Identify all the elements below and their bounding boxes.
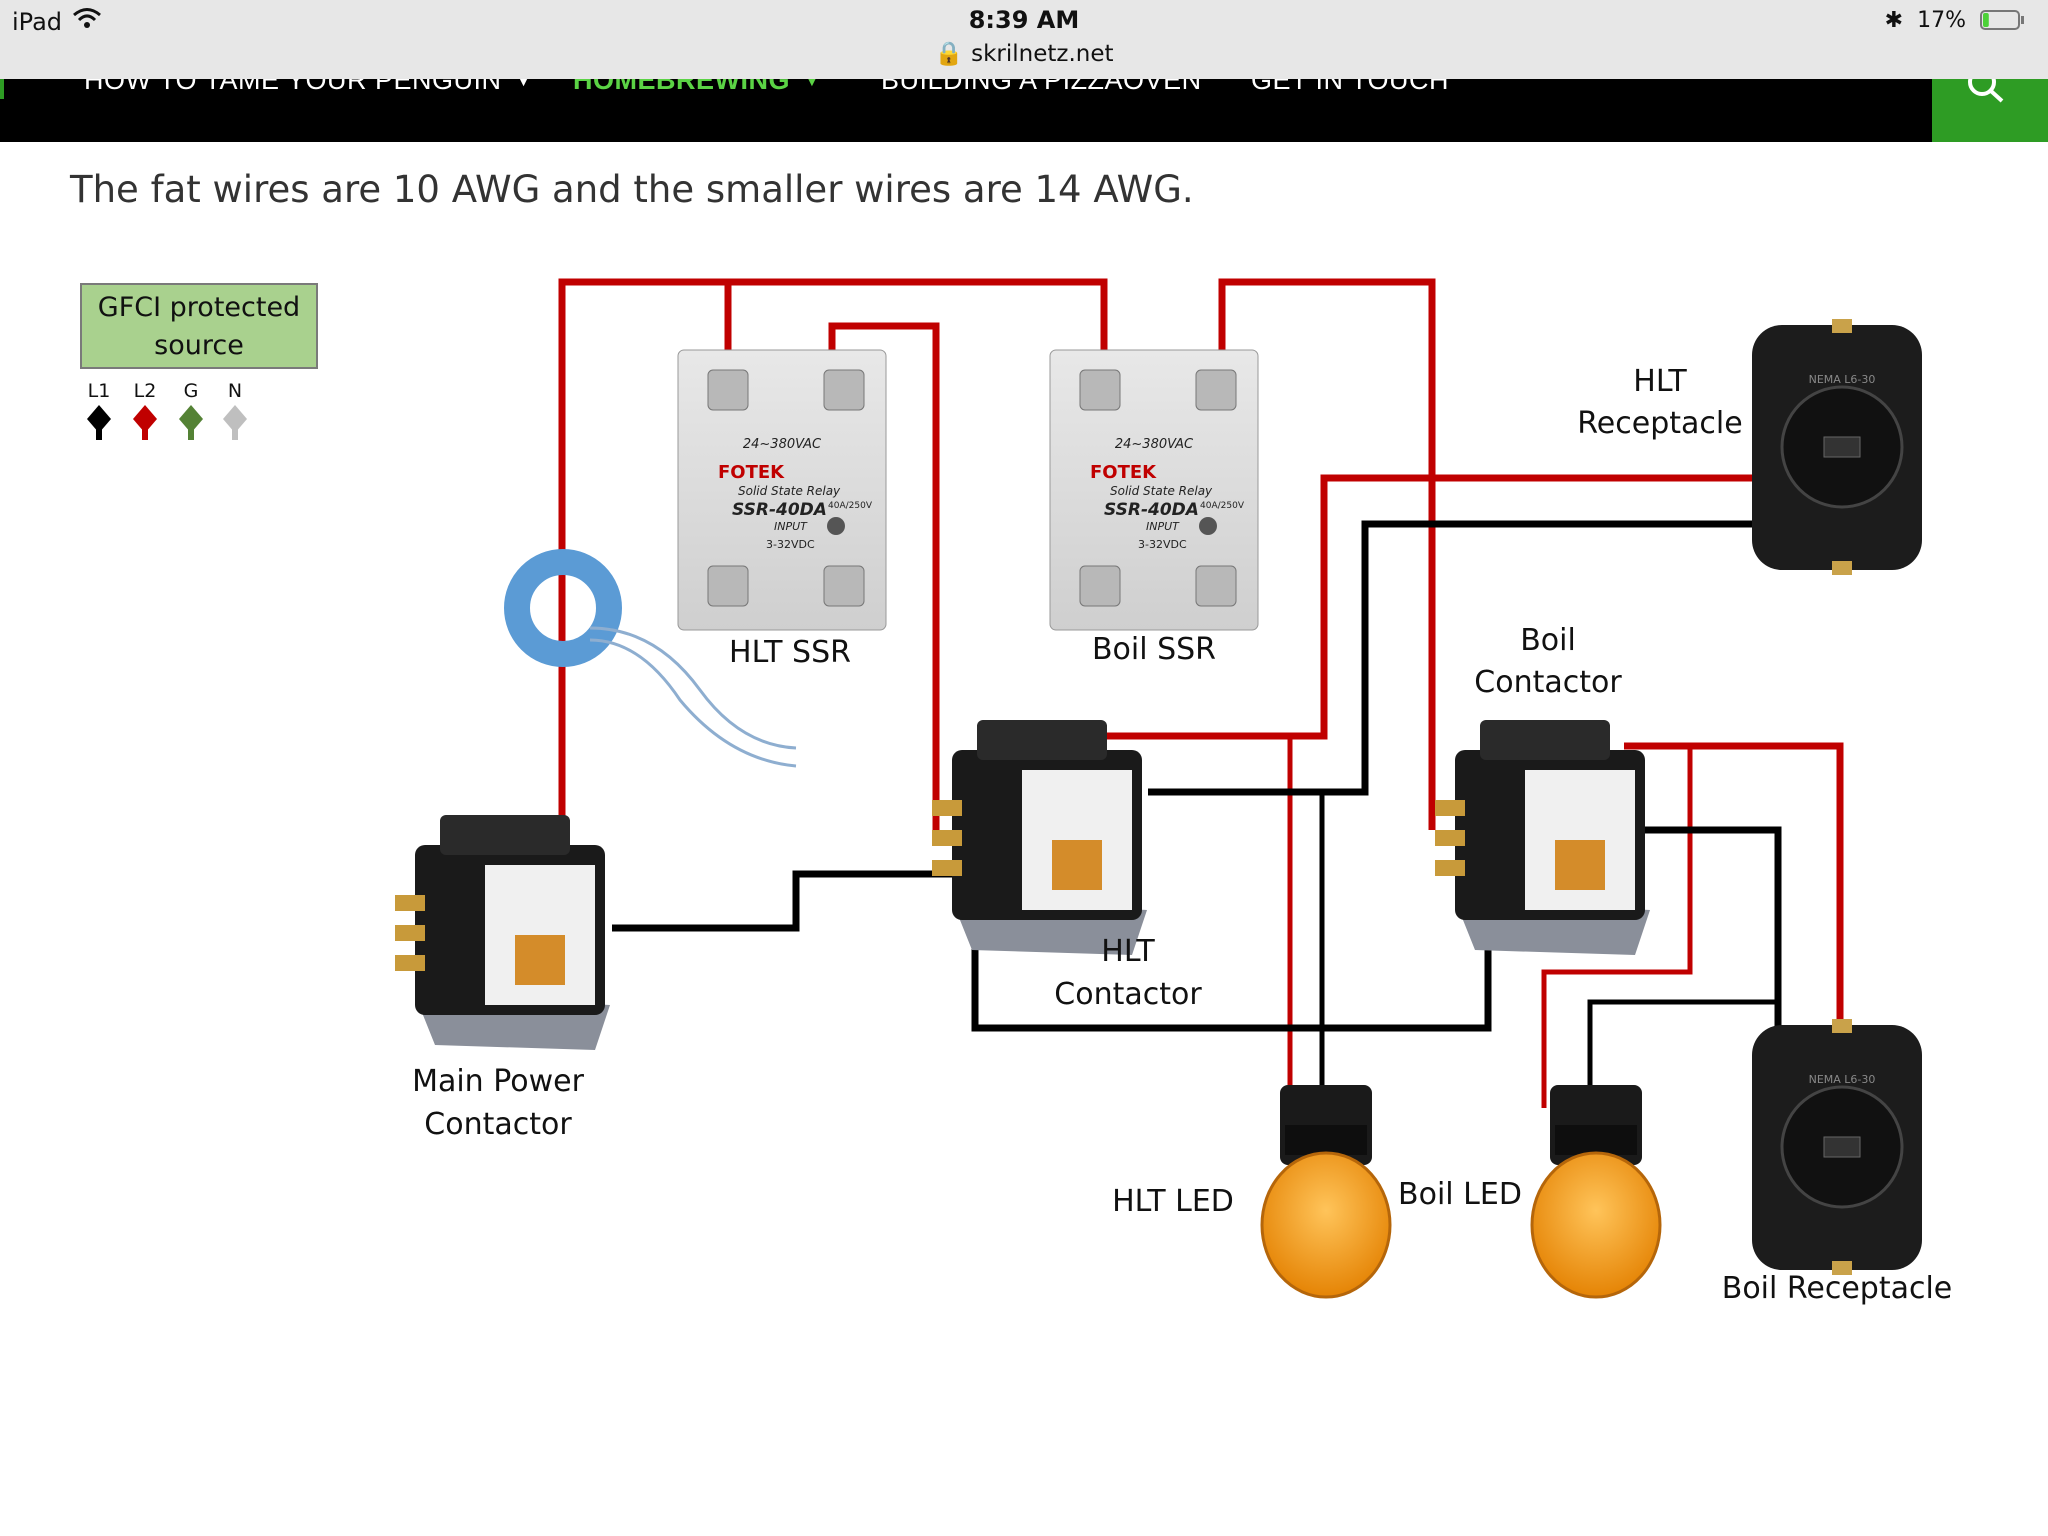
- wiring-diagram: 24~380VAC FOTEK Solid State Relay SSR-40…: [87, 278, 1922, 1299]
- legend-plug-g: [179, 405, 203, 440]
- nav-accent: [0, 79, 4, 99]
- legend-label-g: G: [183, 380, 199, 402]
- hlt-ssr: 24~380VAC FOTEK Solid State Relay SSR-40…: [677, 349, 887, 631]
- receptacle-rating: NEMA L6-30: [1809, 1073, 1876, 1086]
- article-intro: The fat wires are 10 AWG and the smaller…: [70, 168, 1194, 211]
- boil-contactor: [1435, 720, 1650, 955]
- ssr-input-range: 3-32VDC: [766, 538, 815, 551]
- ssr-subtitle: Solid State Relay: [738, 484, 841, 498]
- ssr-input: INPUT: [774, 520, 808, 533]
- main-contactor-label-2: Contactor: [424, 1107, 572, 1142]
- search-button[interactable]: [1932, 79, 2048, 142]
- main-contactor-label-1: Main Power: [412, 1064, 584, 1099]
- device-name: iPad: [12, 8, 63, 36]
- hlt-contactor-label-1: HLT: [1101, 934, 1155, 969]
- legend-label-n: N: [227, 380, 243, 402]
- legend-plug-l1: [87, 405, 111, 440]
- hlt-ssr-label: HLT SSR: [729, 635, 851, 670]
- legend-label-l2: L2: [133, 380, 157, 402]
- nav-item-label: HOW TO TAME YOUR PENGUIN: [84, 79, 502, 95]
- lock-icon: 🔒: [934, 41, 964, 67]
- ssr-brand: FOTEK: [1090, 462, 1157, 483]
- nav-item-pizzaoven[interactable]: BUILDING A PIZZAOVEN: [881, 79, 1202, 96]
- address-bar[interactable]: 🔒 skrilnetz.net: [0, 40, 2048, 67]
- hlt-receptacle-label-1: HLT: [1633, 364, 1687, 399]
- boil-ssr: 24~380VAC FOTEK Solid State Relay SSR-40…: [1049, 349, 1259, 631]
- ssr-brand: FOTEK: [718, 462, 785, 483]
- nav-item-label: BUILDING A PIZZAOVEN: [881, 79, 1202, 95]
- ssr-voltage: 24~380VAC: [743, 437, 822, 452]
- hlt-contactor: [932, 720, 1147, 955]
- black-wires: [612, 520, 1782, 1040]
- boil-contactor-label-1: Boil: [1520, 623, 1576, 658]
- legend-plug-n: [223, 405, 247, 440]
- nav-item-contact[interactable]: GET IN TOUCH: [1251, 79, 1449, 96]
- nav-item-label: GET IN TOUCH: [1251, 79, 1450, 95]
- nav-item-penguin[interactable]: HOW TO TAME YOUR PENGUIN ▼: [84, 79, 532, 96]
- ssr-input-range: 3-32VDC: [1138, 538, 1187, 551]
- hlt-led: [1260, 1085, 1392, 1299]
- battery-icon: [1980, 10, 2024, 30]
- clock: 8:39 AM: [968, 6, 1080, 34]
- status-bar: iPad 8:39 AM 🔒 skrilnetz.net ✱ 17%: [0, 0, 2048, 79]
- current-sensor: [504, 549, 797, 768]
- chevron-down-icon: ▼: [804, 79, 821, 90]
- ssr-model: SSR-40DA: [1104, 500, 1199, 520]
- chevron-down-icon: ▼: [515, 79, 532, 90]
- thin-red-wires: [1287, 736, 1693, 1108]
- nav-item-label: HOMEBREWING: [573, 79, 790, 95]
- receptacle-rating: NEMA L6-30: [1809, 373, 1876, 386]
- wifi-icon: [73, 8, 101, 28]
- legend-plugs: [87, 405, 247, 440]
- hlt-receptacle-label-2: Receptacle: [1577, 406, 1743, 441]
- boil-led-label: Boil LED: [1398, 1177, 1522, 1212]
- legend-label-l1: L1: [87, 380, 111, 402]
- boil-ssr-label: Boil SSR: [1091, 632, 1217, 667]
- ssr-subtitle: Solid State Relay: [1110, 484, 1213, 498]
- boil-receptacle-label: Boil Receptacle: [1721, 1271, 1953, 1306]
- ssr-voltage: 24~380VAC: [1115, 437, 1194, 452]
- hlt-contactor-label-2: Contactor: [1054, 977, 1202, 1012]
- legend-plug-l2: [133, 405, 157, 440]
- boil-led: [1530, 1085, 1662, 1299]
- nav-item-homebrewing[interactable]: HOMEBREWING ▼: [573, 79, 820, 96]
- boil-contactor-label-2: Contactor: [1474, 665, 1622, 700]
- url-text: skrilnetz.net: [971, 41, 1114, 67]
- bluetooth-icon: ✱: [1884, 8, 1903, 33]
- hlt-receptacle: NEMA L6-30: [1752, 319, 1922, 575]
- hlt-led-label: HLT LED: [1112, 1184, 1234, 1219]
- ssr-model: SSR-40DA: [732, 500, 827, 520]
- ssr-rating: 40A/250V: [1200, 501, 1245, 511]
- battery-percent: 17%: [1917, 8, 1966, 33]
- thin-black-wires: [1319, 792, 1778, 1108]
- ssr-input: INPUT: [1146, 520, 1180, 533]
- search-icon: [1968, 79, 2004, 103]
- gfci-source-box: GFCI protected source: [80, 283, 318, 369]
- ssr-rating: 40A/250V: [828, 501, 873, 511]
- boil-receptacle: NEMA L6-30: [1752, 1019, 1922, 1275]
- main-power-contactor: [395, 815, 610, 1050]
- main-nav: HOW TO TAME YOUR PENGUIN ▼ HOMEBREWING ▼ B…: [0, 79, 2048, 142]
